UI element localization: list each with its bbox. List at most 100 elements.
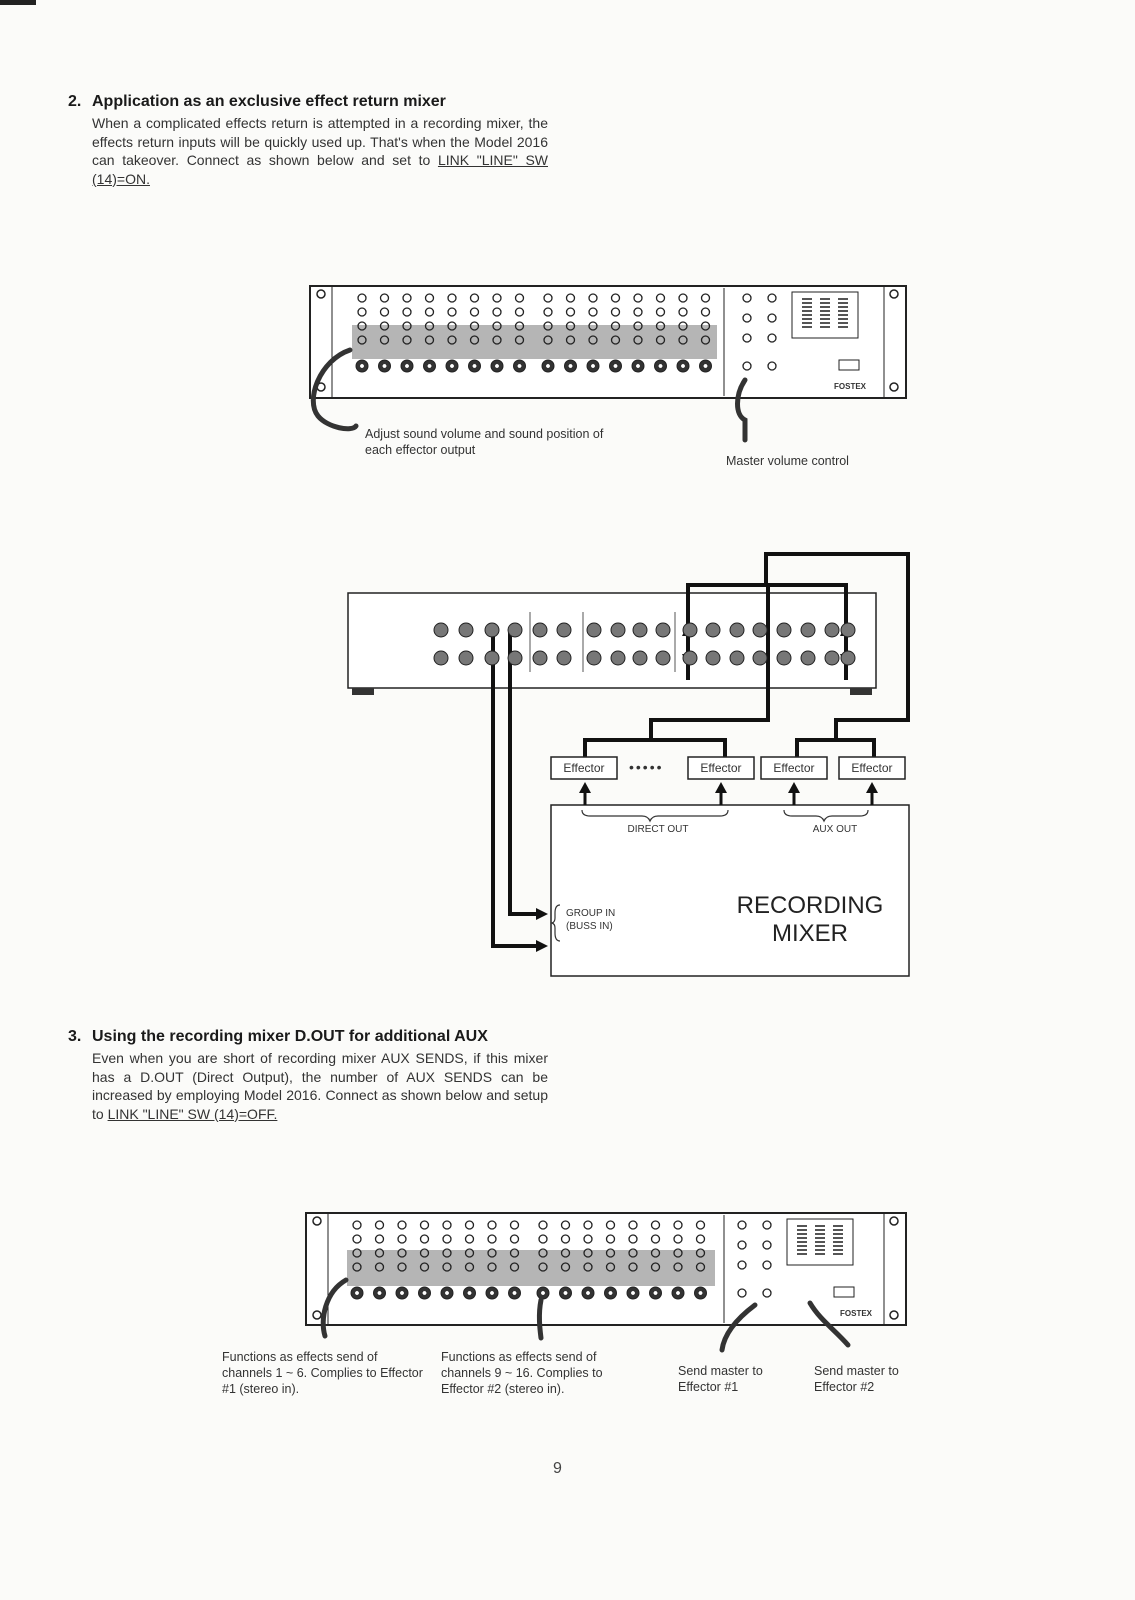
knob-icon: [516, 294, 524, 302]
fader-knob-center-icon: [517, 364, 521, 368]
jack-icon: [633, 651, 647, 665]
fader-knob-center-icon: [490, 1291, 494, 1295]
jack-icon: [753, 623, 767, 637]
callout-master-volume: Master volume control: [726, 453, 926, 469]
fader-knob-icon: [537, 1287, 549, 1299]
knob-icon: [679, 336, 687, 344]
knob-icon: [562, 1221, 570, 1229]
knob-icon: [471, 294, 479, 302]
effector-box-2: Effector: [690, 760, 752, 776]
fader-knob-center-icon: [586, 1291, 590, 1295]
meter-segment-icon: [820, 310, 830, 312]
knob-icon: [702, 308, 710, 316]
meter-segment-icon: [820, 302, 830, 304]
meter-segment-icon: [797, 1241, 807, 1243]
knob-icon: [443, 1235, 451, 1243]
knob-icon: [697, 1249, 705, 1257]
meter-segment-icon: [833, 1241, 843, 1243]
fader-knob-center-icon: [445, 1291, 449, 1295]
knob-icon: [612, 322, 620, 330]
fader-knob-icon: [582, 1287, 594, 1299]
knob-icon: [607, 1263, 615, 1271]
fader-knob-icon: [379, 360, 391, 372]
fader-knob-center-icon: [422, 1291, 426, 1295]
callout-channels-1-6: Functions as effects send of channels 1 …: [222, 1349, 427, 1397]
knob-icon: [353, 1235, 361, 1243]
meter-segment-icon: [815, 1237, 825, 1239]
knob-icon: [544, 322, 552, 330]
meter-segment-icon: [802, 318, 812, 320]
knob-icon: [674, 1249, 682, 1257]
section-3-body: Even when you are short of recording mix…: [92, 1049, 548, 1123]
knob-icon: [511, 1263, 519, 1271]
fader-knob-center-icon: [613, 364, 617, 368]
meter-segment-icon: [833, 1237, 843, 1239]
meter-segment-icon: [833, 1233, 843, 1235]
knob-icon: [471, 336, 479, 344]
fader-knob-center-icon: [676, 1291, 680, 1295]
fader-knob-icon: [542, 360, 554, 372]
meter-segment-icon: [815, 1253, 825, 1255]
knob-icon: [488, 1263, 496, 1271]
fader-knob-center-icon: [698, 1291, 702, 1295]
section-3-title: Using the recording mixer D.OUT for addi…: [92, 1028, 488, 1045]
knob-icon: [376, 1249, 384, 1257]
jack-icon: [753, 651, 767, 665]
jack-icon: [683, 651, 697, 665]
knob-icon: [376, 1221, 384, 1229]
meter-segment-icon: [838, 314, 848, 316]
knob-icon: [421, 1221, 429, 1229]
knob-icon: [471, 322, 479, 330]
knob-icon: [376, 1235, 384, 1243]
meter-segment-icon: [838, 302, 848, 304]
meter-segment-icon: [838, 310, 848, 312]
knob-icon: [358, 294, 366, 302]
knob-icon: [589, 336, 597, 344]
fader-knob-center-icon: [681, 364, 685, 368]
master-knob-icon: [738, 1289, 746, 1297]
fader-knob-center-icon: [405, 364, 409, 368]
section-2-number: 2.: [68, 92, 92, 112]
knob-icon: [697, 1263, 705, 1271]
fader-knob-icon: [700, 360, 712, 372]
svg-text:•••••: •••••: [629, 759, 664, 775]
fader-knob-icon: [464, 1287, 476, 1299]
callout-send-master-2: Send master to Effector #2: [814, 1363, 934, 1395]
knob-icon: [493, 294, 501, 302]
meter-segment-icon: [802, 306, 812, 308]
label-group-in: GROUP IN: [566, 907, 615, 920]
knob-icon: [567, 308, 575, 316]
knob-icon: [493, 308, 501, 316]
fader-knob-center-icon: [495, 364, 499, 368]
knob-icon: [516, 336, 524, 344]
knob-icon: [634, 308, 642, 316]
section-2-body: When a complicated effects return is att…: [92, 114, 548, 188]
meter-segment-icon: [802, 314, 812, 316]
knob-icon: [544, 294, 552, 302]
knob-icon: [488, 1249, 496, 1257]
knob-icon: [607, 1249, 615, 1257]
knob-icon: [702, 322, 710, 330]
section-2-title: Application as an exclusive effect retur…: [92, 93, 446, 110]
meter-segment-icon: [797, 1249, 807, 1251]
knob-icon: [358, 308, 366, 316]
meter-segment-icon: [802, 322, 812, 324]
fader-knob-center-icon: [382, 364, 386, 368]
knob-icon: [466, 1221, 474, 1229]
power-switch-icon: [839, 360, 859, 370]
knob-icon: [589, 322, 597, 330]
knob-icon: [544, 336, 552, 344]
master-knob-icon: [763, 1261, 771, 1269]
jack-icon: [485, 651, 499, 665]
knob-icon: [421, 1249, 429, 1257]
knob-icon: [612, 294, 620, 302]
knob-icon: [584, 1249, 592, 1257]
meter-segment-icon: [820, 314, 830, 316]
knob-icon: [403, 336, 411, 344]
fader-knob-icon: [446, 360, 458, 372]
knob-icon: [403, 322, 411, 330]
fader-knob-center-icon: [467, 1291, 471, 1295]
fader-knob-center-icon: [546, 364, 550, 368]
fader-knob-icon: [356, 360, 368, 372]
knob-icon: [353, 1263, 361, 1271]
